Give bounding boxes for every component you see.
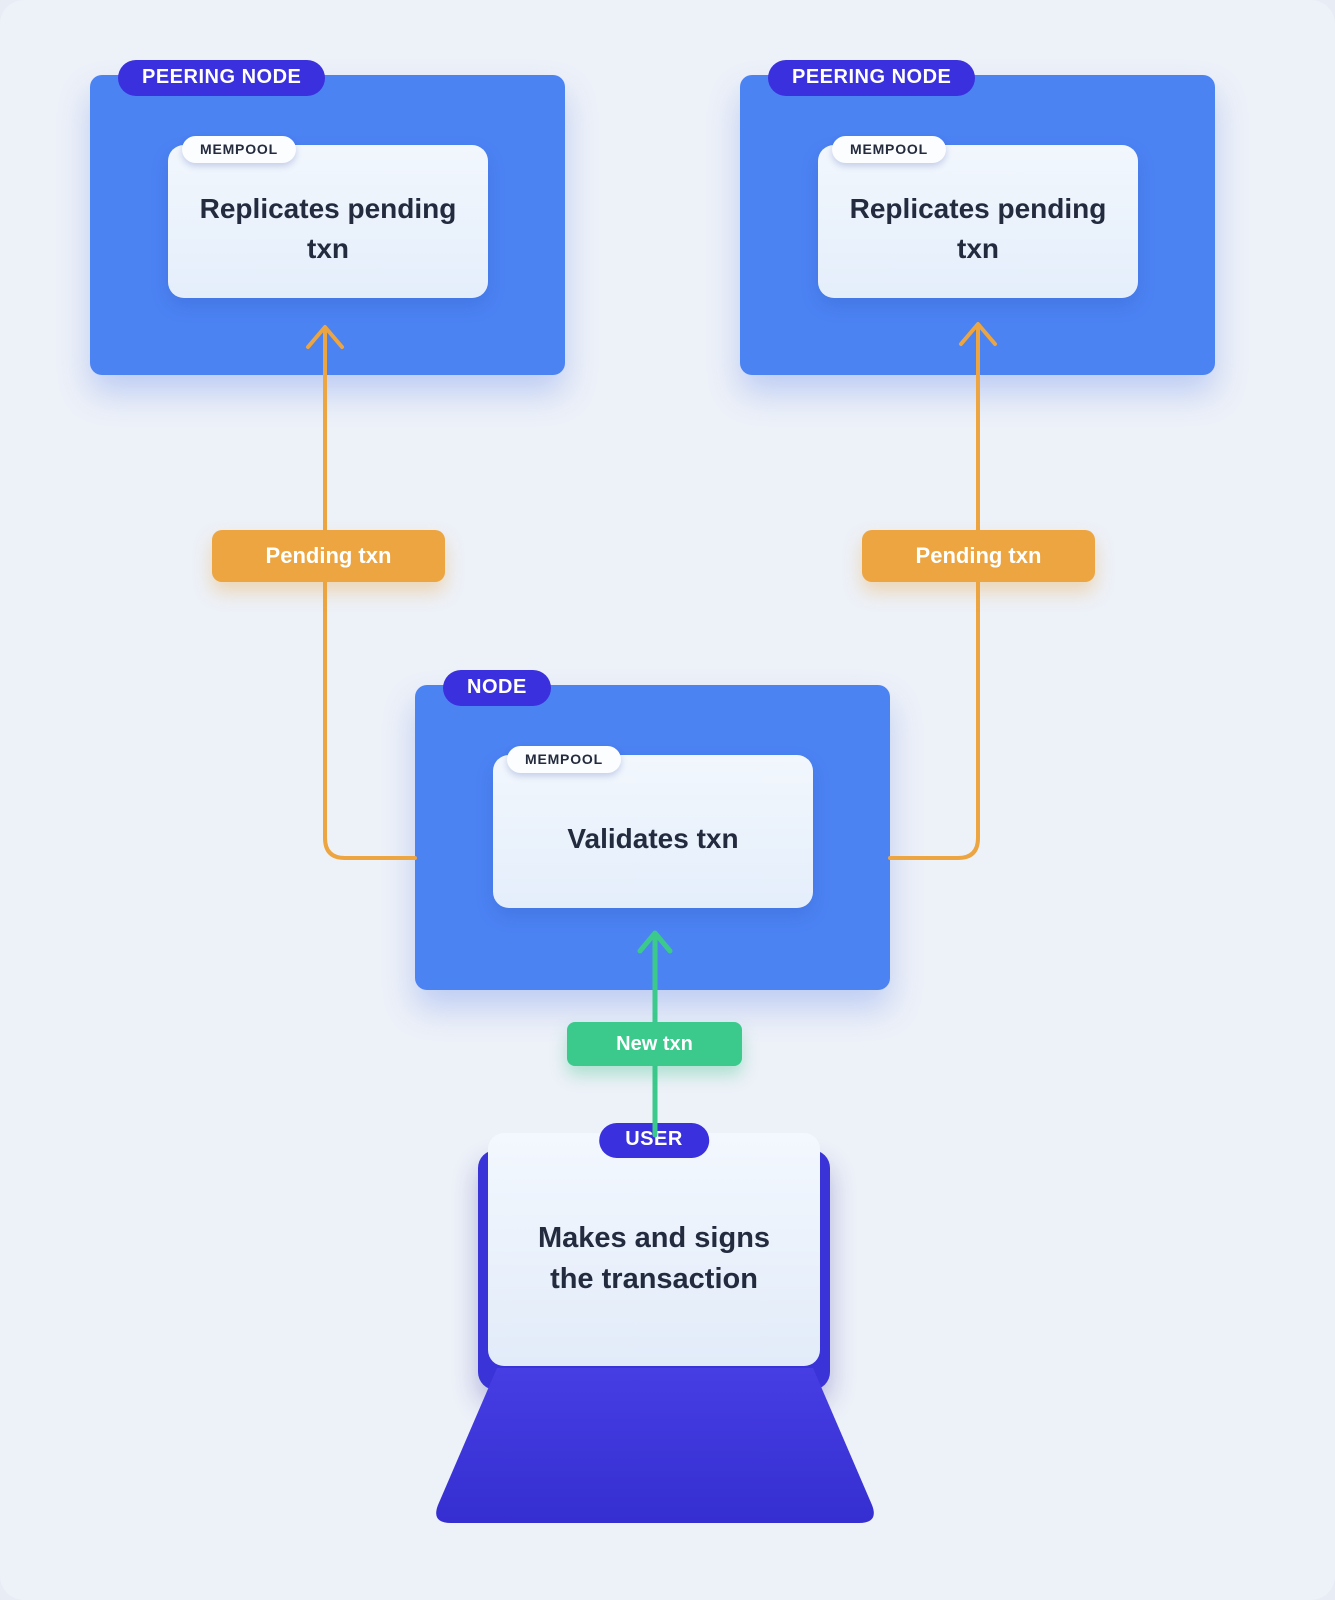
peering-node-left: PEERING NODE MEMPOOL Replicates pending … [90,60,565,375]
user-text: Makes and signs the transaction [537,1222,771,1295]
laptop-screen: USER Makes and signs the transaction [488,1123,820,1366]
peering-node-right: PEERING NODE MEMPOOL Replicates pending … [740,60,1215,375]
peering-node-right-mempool-card: MEMPOOL Replicates pending txn [818,136,1138,298]
pending-txn-label-right: Pending txn [862,530,1095,582]
center-node-mempool-card: MEMPOOL Validates txn [493,746,813,908]
peering-node-right-text: Replicates pending txn [849,192,1107,264]
peering-node-right-badge: PEERING NODE [768,60,976,96]
pending-txn-connector-left [323,328,417,860]
pending-txn-connector-right [888,325,980,860]
user-badge: USER [599,1123,709,1158]
center-node-text: Validates txn [567,822,739,854]
mempool-tag: MEMPOOL [832,136,946,163]
laptop-keyboard-shape [436,1368,874,1523]
pending-txn-label-left: Pending txn [212,530,445,582]
mempool-tag: MEMPOOL [182,136,296,163]
peering-node-left-text: Replicates pending txn [199,192,457,264]
center-node: NODE MEMPOOL Validates txn [415,670,890,990]
center-node-badge: NODE [443,670,551,706]
mempool-tag: MEMPOOL [507,746,621,773]
peering-node-left-badge: PEERING NODE [118,60,326,96]
new-txn-label: New txn [567,1022,742,1066]
peering-node-left-mempool-card: MEMPOOL Replicates pending txn [168,136,488,298]
